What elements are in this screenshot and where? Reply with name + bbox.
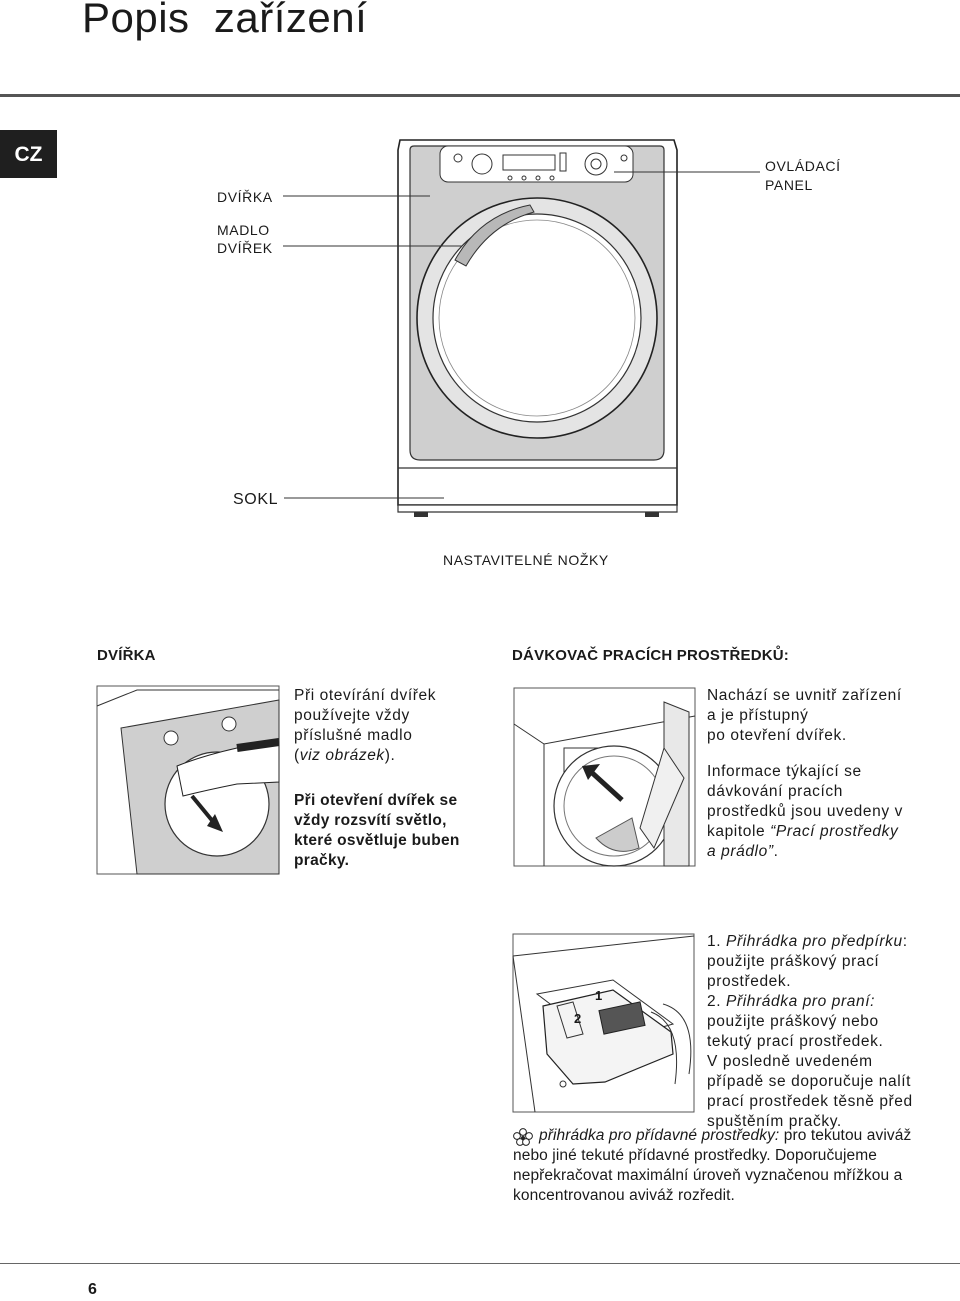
- washing-machine-illustration: [283, 139, 760, 517]
- tray-number-2: 2: [574, 1011, 582, 1026]
- softener-line: koncentrovanou aviváž rozředit.: [513, 1187, 735, 1204]
- chapter-title-part-2: a prádlo”: [707, 843, 774, 860]
- compartment-2-title: Přihrádka pro praní:: [726, 993, 876, 1010]
- label-door-handle-line2: DVÍŘEK: [217, 240, 273, 256]
- header-divider: [0, 94, 960, 97]
- dispenser-p1-line: po otevření dvířek.: [707, 727, 847, 744]
- compartment-2-heading: 2. Přihrádka pro praní:: [707, 992, 913, 1012]
- dispenser-p2-line-4: kapitole “Prací prostředky: [707, 822, 903, 842]
- dispenser-location-illustration: [513, 687, 696, 867]
- compartment-2-line: případě se doporučuje nalít: [707, 1073, 912, 1090]
- label-plinth: SOKL: [233, 491, 279, 508]
- label-control-panel-line1: OVLÁDACÍ: [765, 158, 841, 174]
- dispenser-p2-line: prostředků jsou uvedeny v: [707, 803, 903, 820]
- softener-line: nebo jiné tekuté přídavné prostředky. Do…: [513, 1147, 878, 1164]
- dispenser-p2-line-5: a prádlo”.: [707, 842, 903, 862]
- tray-number-1: 1: [595, 988, 603, 1003]
- compartment-2-line: V posledně uvedeném: [707, 1053, 873, 1070]
- dispenser-p1-line: a je přístupný: [707, 707, 809, 724]
- compartment-2-number: 2.: [707, 993, 727, 1010]
- dispenser-p2-line: dávkování pracích: [707, 783, 843, 800]
- compartment-1-title: Přihrádka pro předpírku: [726, 933, 903, 950]
- see-figure-text: viz obrázek: [299, 747, 385, 764]
- door-p1-line: Při otevírání dvířek: [294, 687, 437, 704]
- door-p1-line: používejte vždy: [294, 707, 410, 724]
- door-paragraph-2: Při otevření dvířek se vždy rozsvítí svě…: [294, 791, 460, 871]
- door-p2-line: které osvětluje buben: [294, 832, 460, 849]
- page-number: 6: [88, 1281, 97, 1298]
- compartment-2-line: použijte práškový nebo: [707, 1013, 879, 1030]
- compartment-1-line: prostředek.: [707, 973, 792, 990]
- door-p2-line: pračky.: [294, 852, 350, 869]
- chapter-title-part-1: “Prací prostředky: [770, 823, 899, 840]
- door-opening-illustration: [96, 685, 280, 875]
- footer-divider: [0, 1263, 960, 1264]
- softener-heading-line: přihrádka pro přídavné prostředky: pro t…: [513, 1126, 911, 1146]
- page-title: Popis zařízení: [82, 0, 368, 41]
- compartment-1-line: použijte práškový prací: [707, 953, 880, 970]
- open-paren: (: [294, 747, 300, 764]
- door-p2-line: vždy rozsvítí světlo,: [294, 812, 447, 829]
- door-p2-line: Při otevření dvířek se: [294, 792, 458, 809]
- compartment-1-number: 1.: [707, 933, 727, 950]
- chapter-prefix: kapitole: [707, 823, 771, 840]
- flower-softener-icon: [513, 1128, 533, 1146]
- dispenser-p1-line: Nachází se uvnitř zařízení: [707, 687, 902, 704]
- dispenser-paragraph-2: Informace týkající se dávkování pracích …: [707, 762, 903, 862]
- detergent-drawer-illustration: [512, 933, 695, 1113]
- compartment-2-line: spuštěním pračky.: [707, 1113, 842, 1130]
- dispenser-section-heading: DÁVKOVAČ PRACÍCH PROSTŘEDKŮ:: [512, 647, 789, 664]
- door-p1-line: příslušné madlo: [294, 727, 413, 744]
- language-badge: CZ: [0, 130, 57, 178]
- label-control-panel-line2: PANEL: [765, 177, 813, 193]
- compartment-1-colon: :: [902, 933, 908, 950]
- label-adjustable-feet: NASTAVITELNÉ NOŽKY: [443, 552, 609, 568]
- softener-title: přihrádka pro přídavné prostředky:: [539, 1127, 780, 1144]
- label-door: DVÍŘKA: [217, 189, 273, 205]
- close-paren: ).: [384, 747, 396, 764]
- softener-paragraph: přihrádka pro přídavné prostředky: pro t…: [513, 1126, 911, 1206]
- compartment-list: 1. Přihrádka pro předpírku: použijte prá…: [707, 932, 913, 1132]
- door-section-heading: DVÍŘKA: [97, 647, 156, 664]
- door-p1-line-4: (viz obrázek).: [294, 746, 436, 766]
- door-paragraph-1: Při otevírání dvířek používejte vždy pří…: [294, 686, 436, 766]
- dispenser-paragraph-1: Nachází se uvnitř zařízení a je přístupn…: [707, 686, 902, 746]
- compartment-2-line: tekutý prací prostředek.: [707, 1033, 884, 1050]
- compartment-1-heading: 1. Přihrádka pro předpírku:: [707, 932, 913, 952]
- dispenser-p2-line: Informace týkající se: [707, 763, 862, 780]
- softener-title-tail: pro tekutou aviváž: [779, 1127, 912, 1144]
- compartment-2-line: prací prostředek těsně před: [707, 1093, 913, 1110]
- softener-line: nepřekračovat maximální úroveň vyznačeno…: [513, 1167, 903, 1184]
- chapter-period: .: [773, 843, 779, 860]
- label-door-handle-line1: MADLO: [217, 222, 270, 238]
